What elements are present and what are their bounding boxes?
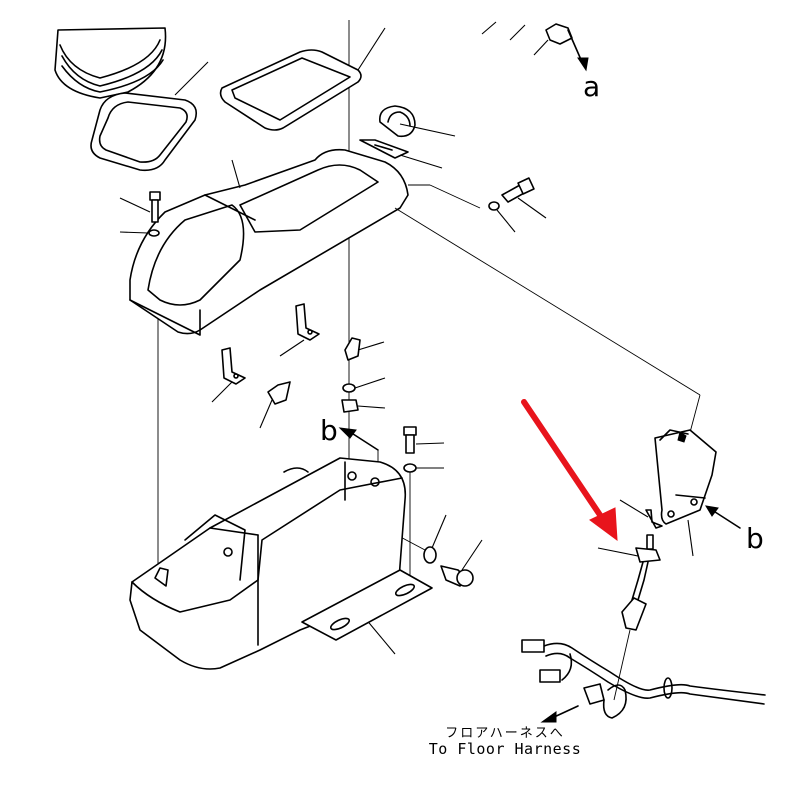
- view-label-a: a: [583, 70, 600, 103]
- view-label-b-left: b: [320, 414, 338, 447]
- harness-caption-english: To Floor Harness: [428, 740, 582, 758]
- boot-bezel: [90, 61, 209, 172]
- lower-housing: [129, 457, 433, 670]
- clip-bracket-1: [211, 347, 246, 403]
- view-label-b-right: b: [746, 522, 764, 555]
- console-body: [129, 148, 701, 441]
- nut-mid: [341, 399, 386, 413]
- shift-boot: [54, 27, 167, 99]
- clip-bracket-2: [279, 303, 320, 357]
- washer-lower: [423, 514, 447, 564]
- bolt-lower: [440, 539, 483, 587]
- toggle-switch: [597, 499, 663, 601]
- cover-plate: [359, 139, 443, 169]
- bolt-lower-right: [403, 426, 445, 590]
- bolt-right: [488, 177, 547, 233]
- harness-connector: [613, 597, 647, 701]
- washer-mid: [342, 377, 386, 393]
- dome-cap: [378, 105, 456, 138]
- harness-caption-japanese: フロアハーネスへ: [445, 726, 565, 741]
- clip-bracket-3: [259, 381, 291, 429]
- clip-bracket-4: [344, 337, 385, 361]
- bolt-left: [119, 191, 161, 237]
- highlight-arrow: [521, 399, 618, 542]
- switch-bracket: [654, 429, 741, 557]
- panel-frame: [219, 27, 386, 131]
- top-right-part: [481, 21, 589, 72]
- floor-harness: [521, 639, 766, 723]
